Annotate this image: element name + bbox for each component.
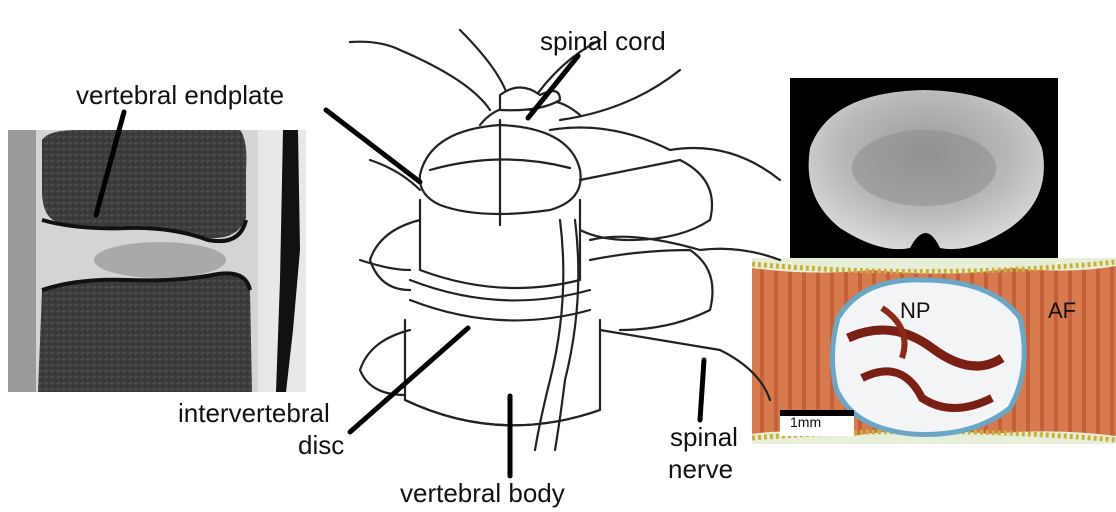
label-af: AF: [1048, 298, 1076, 324]
mri-sagittal-image: [8, 130, 306, 392]
label-vertebral-endplate: vertebral endplate: [76, 80, 284, 110]
label-spinal: spinal: [670, 422, 738, 452]
label-vertebral-body: vertebral body: [400, 478, 565, 508]
label-np: NP: [900, 298, 931, 324]
label-intervertebral: intervertebral: [178, 398, 330, 428]
label-disc: disc: [298, 430, 344, 460]
label-spinal-cord: spinal cord: [540, 26, 666, 56]
spine-line-drawing: [300, 0, 800, 470]
label-nerve: nerve: [668, 454, 733, 484]
disc-photograph: [790, 78, 1058, 262]
histology-image: NP AF 1mm: [752, 258, 1116, 444]
